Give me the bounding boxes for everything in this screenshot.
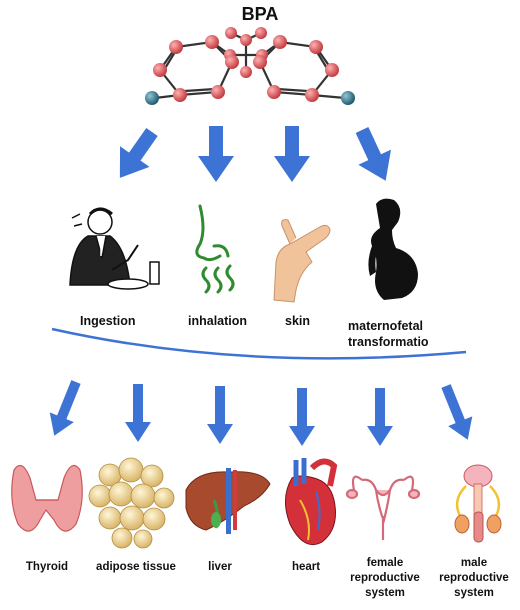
heart-icon (285, 458, 338, 546)
liver-icon (185, 468, 271, 534)
adipose-tissue-icon (88, 457, 175, 549)
organ-label-heart: heart (291, 561, 321, 573)
uterus-icon (345, 475, 421, 540)
nose-icon (195, 204, 235, 294)
organ-arrows (49, 380, 473, 446)
arrow-to-inhalation (198, 126, 234, 182)
route-label-ingestion: Ingestion (80, 314, 136, 328)
route-label-inhalation: inhalation (188, 314, 248, 328)
arrow-to-heart (289, 388, 315, 446)
arrow-to-adipose (125, 384, 151, 442)
organ-label-female: female reproductive system (350, 557, 420, 599)
man-eating-icon (69, 207, 160, 290)
organ-label-male: male reproductive system (439, 557, 509, 599)
organ-label-adipose: adipose tissue (96, 561, 176, 573)
arrow-to-male (441, 384, 473, 440)
route-label-maternofetal: maternofetal transformatio (348, 319, 429, 349)
bpa-atoms (145, 27, 355, 105)
hand-icon (273, 219, 331, 303)
male-reproductive-icon (454, 464, 502, 543)
diagram-title: BPA (241, 4, 279, 24)
organ-label-liver: liver (208, 561, 232, 573)
organ-label-thyroid: Thyroid (25, 561, 69, 573)
arrow-to-skin (274, 126, 310, 182)
arrow-to-ingestion (119, 127, 158, 178)
route-label-skin: skin (285, 314, 311, 328)
route-arrows (119, 126, 391, 182)
arrow-to-female (367, 388, 393, 446)
pregnant-woman-icon (368, 198, 418, 300)
thyroid-icon (11, 464, 83, 532)
arrow-to-thyroid (49, 380, 81, 436)
arrow-to-maternofetal (355, 127, 391, 181)
arrow-to-liver (207, 386, 233, 444)
divider-curve (51, 327, 467, 360)
